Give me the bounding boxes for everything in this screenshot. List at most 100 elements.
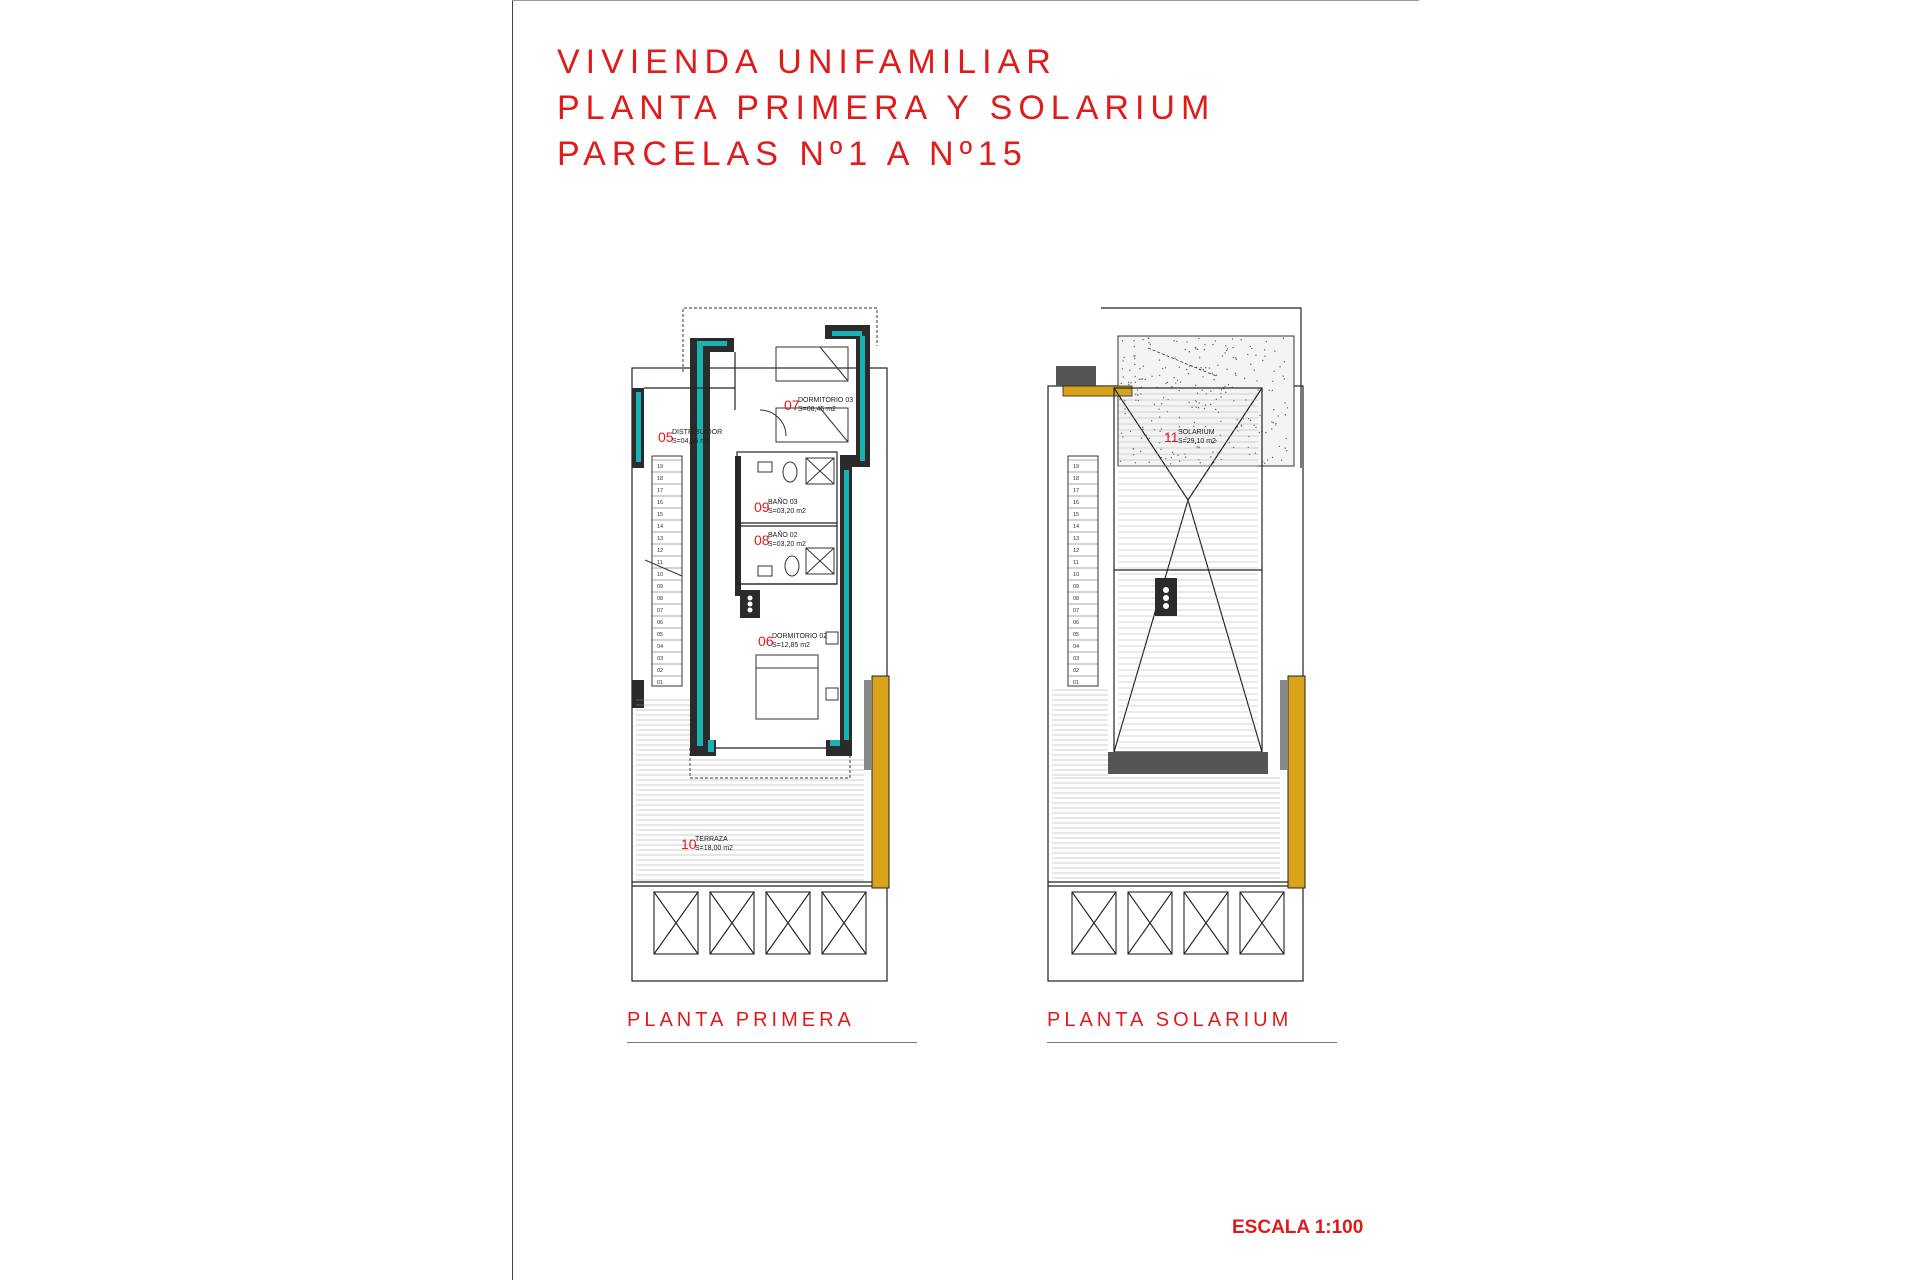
roof-speckle [1201, 389, 1203, 391]
roof-speckle [1149, 343, 1152, 346]
roof-speckle [1165, 457, 1167, 460]
roof-speckle [1206, 432, 1208, 435]
roof-speckle [1128, 381, 1130, 384]
stair-step-number: 16 [657, 500, 663, 506]
roof-speckle [1128, 383, 1130, 386]
parking-box [1071, 891, 1117, 955]
roof-speckle [1191, 406, 1193, 409]
roof-speckle [1186, 341, 1188, 343]
solarium-ochre-railing [1287, 675, 1306, 889]
roof-speckle [1188, 401, 1190, 403]
sheet-top-edge [512, 0, 1419, 1]
roof-speckle [1225, 391, 1227, 394]
roof-speckle [1224, 352, 1226, 354]
roof-speckle [1144, 378, 1147, 381]
roof-speckle [1275, 424, 1277, 426]
stair-step-number: 08 [657, 596, 663, 602]
roof-speckle [1215, 439, 1217, 442]
stair-step-number: 19 [657, 464, 663, 470]
title-line-2: PLANTA PRIMERA Y SOLARIUM [557, 89, 1216, 127]
roof-speckle [1197, 407, 1200, 409]
roof-speckle [1142, 338, 1144, 341]
parking-box-cross [1127, 891, 1173, 955]
roof-speckle [1211, 441, 1214, 444]
roof-speckle [1122, 360, 1124, 362]
roof-speckle [1178, 460, 1181, 462]
solarium-dark-block [1056, 366, 1096, 386]
roof-speckle [1212, 343, 1214, 346]
roof-speckle [1158, 416, 1161, 418]
roof-speckle [1271, 456, 1274, 459]
room-area: S=18,00 m2 [695, 845, 733, 852]
roof-speckle [1122, 376, 1125, 378]
roof-speckle [1148, 337, 1150, 340]
primera-bath-fixtures [757, 457, 835, 577]
roof-speckle [1161, 403, 1163, 405]
roof-speckle [1211, 372, 1214, 374]
roof-speckle [1142, 365, 1145, 367]
parking-box-cross [1071, 891, 1117, 955]
roof-speckle [1195, 348, 1197, 350]
room-number: 11 [1164, 429, 1179, 445]
roof-speckle [1219, 434, 1221, 436]
parking-box [709, 891, 755, 955]
roof-speckle [1160, 428, 1162, 430]
roof-speckle [1119, 398, 1121, 401]
solarium-roof-patch [1117, 335, 1295, 467]
stair-step-number: 03 [657, 656, 663, 662]
roof-speckle [1134, 375, 1136, 378]
roof-speckle [1134, 381, 1137, 384]
roof-speckle [1138, 378, 1141, 381]
roof-speckle [1286, 407, 1289, 409]
parking-box-cross [821, 891, 867, 955]
roof-speckle [1130, 382, 1132, 384]
roof-speckle [1188, 365, 1191, 367]
stair-step-number: 07 [1073, 608, 1079, 614]
stair-step-number: 17 [1073, 488, 1079, 494]
roof-speckle [1226, 368, 1228, 370]
roof-speckle [1254, 452, 1257, 454]
roof-speckle [1133, 345, 1135, 348]
room-name: BAÑO 03 [768, 497, 798, 506]
roof-speckle [1124, 408, 1126, 410]
roof-speckle [1171, 385, 1173, 388]
roof-speckle [1284, 414, 1287, 416]
title-line-3: PARCELAS Nº1 A Nº15 [557, 135, 1028, 173]
roof-speckle [1250, 363, 1252, 366]
roof-speckle [1195, 406, 1197, 408]
roof-speckle [1203, 407, 1206, 410]
roof-speckle [1221, 355, 1224, 357]
roof-speckle [1148, 461, 1151, 463]
roof-speckle [1121, 340, 1124, 342]
roof-speckle [1161, 368, 1164, 370]
roof-speckle [1234, 357, 1237, 359]
roof-speckle [1194, 442, 1197, 445]
roof-speckle [1259, 414, 1261, 417]
roof-speckle [1140, 378, 1142, 380]
roof-speckle [1271, 421, 1273, 423]
roof-speckle [1158, 374, 1161, 377]
roof-speckle [1124, 399, 1126, 402]
stair-step-number: 06 [657, 620, 663, 626]
roof-speckle [1203, 349, 1206, 351]
roof-speckle [1243, 377, 1246, 380]
roof-speckle [1271, 428, 1273, 430]
parking-box [765, 891, 811, 955]
roof-speckle [1159, 430, 1161, 432]
stair-step-number: 09 [1073, 584, 1079, 590]
primera-parking-boxes [653, 891, 867, 955]
roof-speckle [1232, 356, 1235, 359]
roof-speckle [1151, 375, 1153, 378]
room-area: S=08,45 m2 [798, 406, 836, 413]
roof-speckle [1148, 342, 1150, 344]
roof-speckle [1215, 398, 1218, 401]
roof-speckle [1121, 368, 1124, 370]
parking-box [1183, 891, 1229, 955]
roof-speckle [1185, 456, 1187, 458]
roof-speckle [1214, 340, 1217, 342]
roof-speckle [1165, 433, 1168, 436]
roof-speckle [1204, 425, 1207, 428]
solarium-gray-panel [1280, 680, 1288, 770]
